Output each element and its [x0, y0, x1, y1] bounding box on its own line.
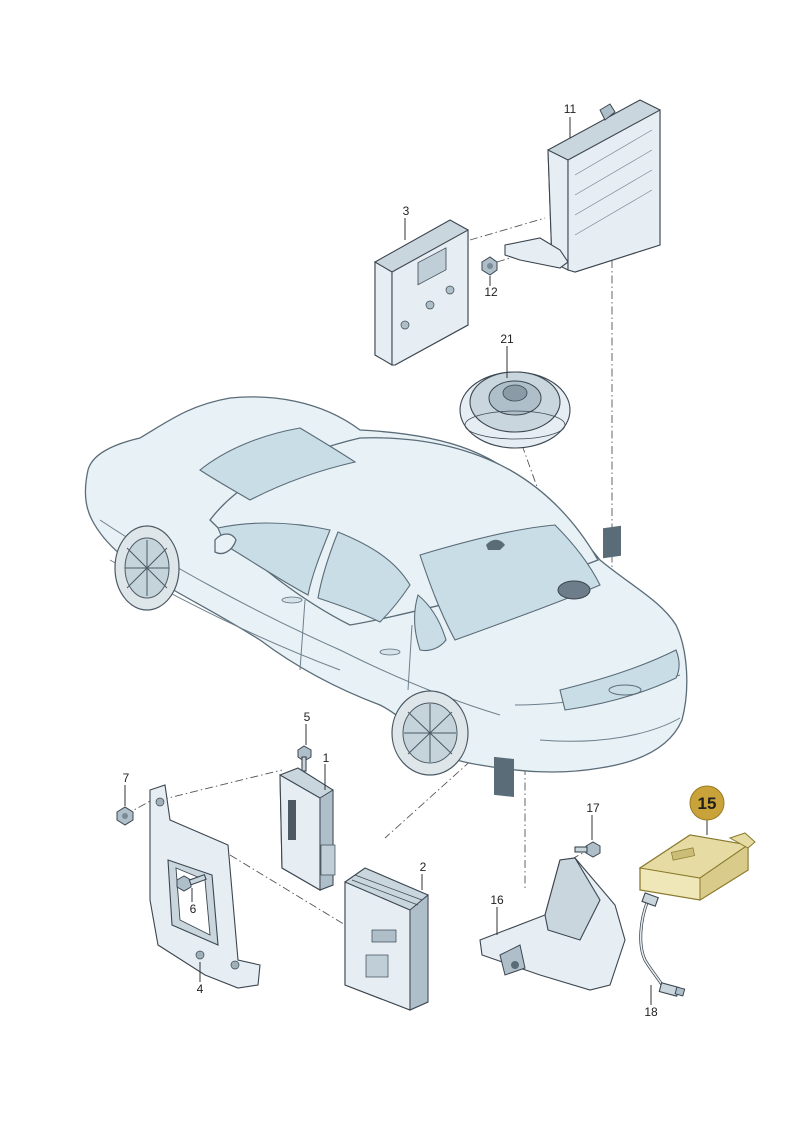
part-3-control-unit [374, 219, 469, 366]
part-11-module [504, 99, 661, 273]
part-15-highlighted-module [638, 832, 756, 901]
label-part-11: 11 [564, 102, 577, 116]
label-part-17: 17 [586, 801, 600, 815]
label-part-3: 3 [403, 204, 410, 218]
part-labels: 11 3 12 21 5 1 7 2 6 17 16 4 18 [123, 102, 658, 1019]
label-part-2: 2 [420, 860, 427, 874]
label-part-7: 7 [123, 771, 130, 785]
label-part-1: 1 [323, 751, 330, 765]
part-18-cable [639, 892, 686, 997]
part-7-nut [116, 806, 134, 826]
label-part-5: 5 [304, 710, 311, 724]
part-2-amplifier [344, 867, 429, 1011]
label-part-21: 21 [500, 332, 514, 346]
highlight-badge-15[interactable]: 15 [689, 785, 725, 821]
part-21-speaker [459, 371, 571, 449]
car-illustration [84, 396, 688, 798]
label-part-6: 6 [190, 902, 197, 916]
label-part-4: 4 [197, 982, 204, 996]
label-part-12: 12 [484, 285, 498, 299]
part-1-module [279, 767, 336, 891]
part-16-bracket [479, 857, 626, 991]
part-17-bolt [574, 841, 601, 858]
label-part-16: 16 [490, 893, 504, 907]
part-4-bracket [149, 784, 261, 989]
leader-lines [124, 117, 708, 1005]
label-part-18: 18 [644, 1005, 658, 1019]
part-12-nut [481, 256, 498, 276]
part-6-bolt [176, 873, 207, 892]
label-part-15: 15 [698, 794, 717, 813]
part-5-bolt [297, 745, 312, 772]
